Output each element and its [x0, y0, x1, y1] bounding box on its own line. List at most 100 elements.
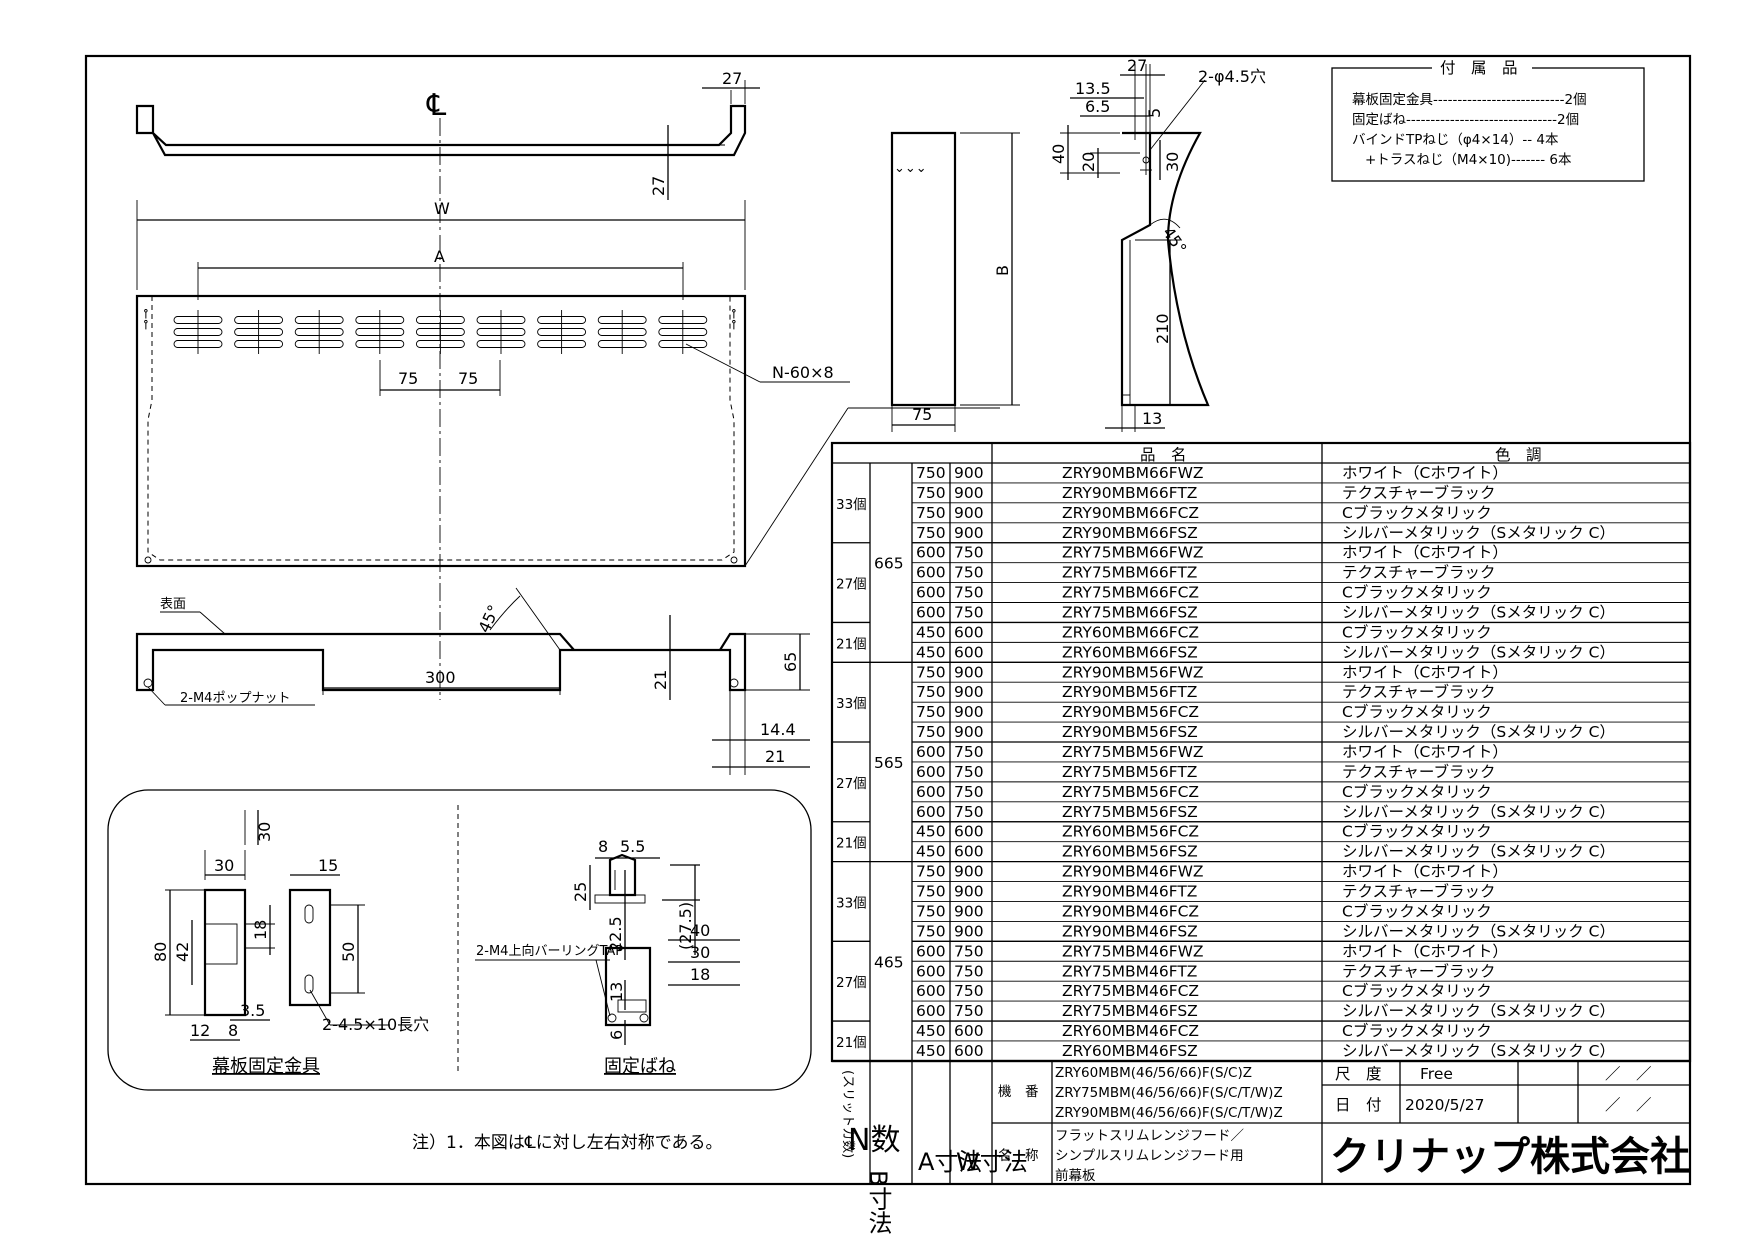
row-w-value: 900 [954, 723, 984, 741]
b-dim-15: 15 [318, 856, 338, 875]
spring-detail: 8 5.5 25 22.5 (27.5) 40 30 18 13 6 2-M4上… [475, 837, 740, 1077]
row-color-name: テクスチャーブラック [1342, 762, 1495, 781]
row-product-code: ZRY60MBM56FCZ [1062, 823, 1199, 841]
row-color-name: Cブラックメタリック [1342, 1021, 1492, 1040]
row-w-value: 900 [954, 863, 984, 881]
kiban-value: ZRY90MBM(46/56/66)F(S/C/T/W)Z [1055, 1105, 1283, 1121]
row-a-value: 600 [916, 544, 946, 562]
group-count: 21個 [836, 1035, 867, 1051]
w-label: W寸法 [956, 1148, 1028, 1176]
row-product-code: ZRY75MBM56FTZ [1062, 763, 1197, 781]
s-dim-30: 30 [690, 943, 710, 962]
row-product-code: ZRY60MBM66FSZ [1062, 643, 1198, 661]
b-dimension: 465 [874, 953, 904, 971]
row-color-name: テクスチャーブラック [1342, 882, 1495, 901]
meisho-value: シンプルスリムレンジフード用 [1055, 1148, 1244, 1164]
hole-note: 2-φ4.5穴 [1198, 67, 1266, 86]
row-product-code: ZRY90MBM46FSZ [1062, 922, 1198, 940]
row-a-value: 750 [916, 663, 946, 681]
row-a-value: 600 [916, 763, 946, 781]
dim-14-4: 14.4 [760, 720, 796, 739]
row-color-name: シルバーメタリック（Sメタリック C） [1342, 723, 1615, 741]
accessory-item: 幕板固定金具---------------------------2個 [1352, 92, 1587, 108]
dim-65: 65 [781, 652, 800, 672]
row-color-name: Cブラックメタリック [1342, 583, 1492, 602]
head-color: 色 調 [1495, 446, 1542, 464]
row-color-name: シルバーメタリック（Sメタリック C） [1342, 643, 1615, 661]
b-dim-42: 42 [173, 942, 192, 962]
row-color-name: Cブラックメタリック [1342, 901, 1492, 920]
dim-6-5: 6.5 [1085, 97, 1110, 116]
row-product-code: ZRY60MBM46FSZ [1062, 1042, 1198, 1060]
s-dim-25: 25 [571, 882, 590, 902]
s-dim-40: 40 [690, 921, 710, 940]
row-color-name: Cブラックメタリック [1342, 981, 1492, 1000]
slash-2: ／ ／ [1605, 1096, 1652, 1114]
group-count: 21個 [836, 636, 867, 652]
row-a-value: 450 [916, 623, 946, 641]
s-dim-6: 6 [607, 1030, 626, 1040]
svg-text:⊸⊸: ⊸⊸ [727, 308, 742, 330]
accessory-item: バインドTPねじ（φ4×14）-- 4本 [1352, 132, 1559, 148]
row-w-value: 750 [954, 982, 984, 1000]
row-color-name: シルバーメタリック（Sメタリック C） [1342, 922, 1615, 940]
row-a-value: 600 [916, 803, 946, 821]
row-color-name: テクスチャーブラック [1342, 483, 1495, 502]
row-a-value: 750 [916, 922, 946, 940]
row-w-value: 750 [954, 942, 984, 960]
b-label: B寸法 [864, 1170, 892, 1235]
row-color-name: シルバーメタリック（Sメタリック C） [1342, 524, 1615, 542]
dim-21-v: 21 [651, 670, 670, 690]
dim-40: 40 [1049, 144, 1068, 164]
row-color-name: Cブラックメタリック [1342, 622, 1492, 641]
row-w-value: 900 [954, 883, 984, 901]
row-w-value: 900 [954, 464, 984, 482]
svg-text:⊸⊸: ⊸⊸ [139, 308, 154, 330]
row-product-code: ZRY90MBM56FWZ [1062, 663, 1204, 681]
table-grid [832, 443, 1690, 1062]
bottom-view: 表面 45° 300 21 65 14.4 21 2-M4ポップナット [135, 587, 810, 775]
accessories-title: 付 属 品 [1440, 59, 1518, 77]
row-color-name: シルバーメタリック（Sメタリック C） [1342, 1042, 1615, 1060]
row-product-code: ZRY75MBM66FCZ [1062, 584, 1199, 602]
b-dim-3-5: 3.5 [240, 1001, 265, 1020]
row-product-code: ZRY90MBM66FWZ [1062, 464, 1204, 482]
date-value: 2020/5/27 [1405, 1096, 1484, 1114]
row-a-value: 450 [916, 823, 946, 841]
slot-hole-note: 2-4.5×10長穴 [322, 1015, 429, 1034]
kiban-label: 機 番 [998, 1084, 1039, 1100]
row-product-code: ZRY75MBM56FSZ [1062, 803, 1198, 821]
row-a-value: 600 [916, 783, 946, 801]
b-dim-80: 80 [151, 942, 170, 962]
b-dim-12: 12 [190, 1021, 210, 1040]
row-product-code: ZRY75MBM56FWZ [1062, 743, 1204, 761]
dim-13: 13 [1142, 409, 1162, 428]
accessory-item: 固定ばね-------------------------------2個 [1352, 112, 1579, 128]
row-w-value: 750 [954, 564, 984, 582]
row-w-value: 600 [954, 1022, 984, 1040]
slash-1: ／ ／ [1605, 1065, 1652, 1083]
row-product-code: ZRY75MBM46FCZ [1062, 982, 1199, 1000]
dim-300: 300 [425, 668, 456, 687]
dim-a: A [434, 247, 445, 266]
row-product-code: ZRY75MBM46FTZ [1062, 962, 1197, 980]
b-dim-8: 8 [228, 1021, 238, 1040]
dim-w: W [434, 199, 450, 218]
group-count: 33個 [836, 696, 867, 712]
kiban-value: ZRY60MBM(46/56/66)F(S/C)Z [1055, 1065, 1252, 1081]
row-color-name: シルバーメタリック（Sメタリック C） [1342, 604, 1615, 622]
row-product-code: ZRY75MBM66FSZ [1062, 604, 1198, 622]
accessories-box: 付 属 品 幕板固定金具---------------------------2… [1331, 59, 1645, 182]
row-a-value: 750 [916, 683, 946, 701]
row-w-value: 900 [954, 922, 984, 940]
bracket-detail: 30 30 15 80 42 18 50 3.5 12 8 [151, 810, 429, 1077]
slot-note: N-60×8 [772, 363, 834, 382]
dim-13-5: 13.5 [1075, 79, 1111, 98]
row-w-value: 750 [954, 962, 984, 980]
top-view: 27 27 ℄ [135, 69, 760, 230]
nut-note: 2-M4ポップナット [180, 691, 290, 706]
dim-27-sec: 27 [1127, 56, 1147, 75]
company-name: クリナップ株式会社 [1330, 1134, 1690, 1180]
s-dim-27-5: (27.5) [676, 902, 695, 950]
